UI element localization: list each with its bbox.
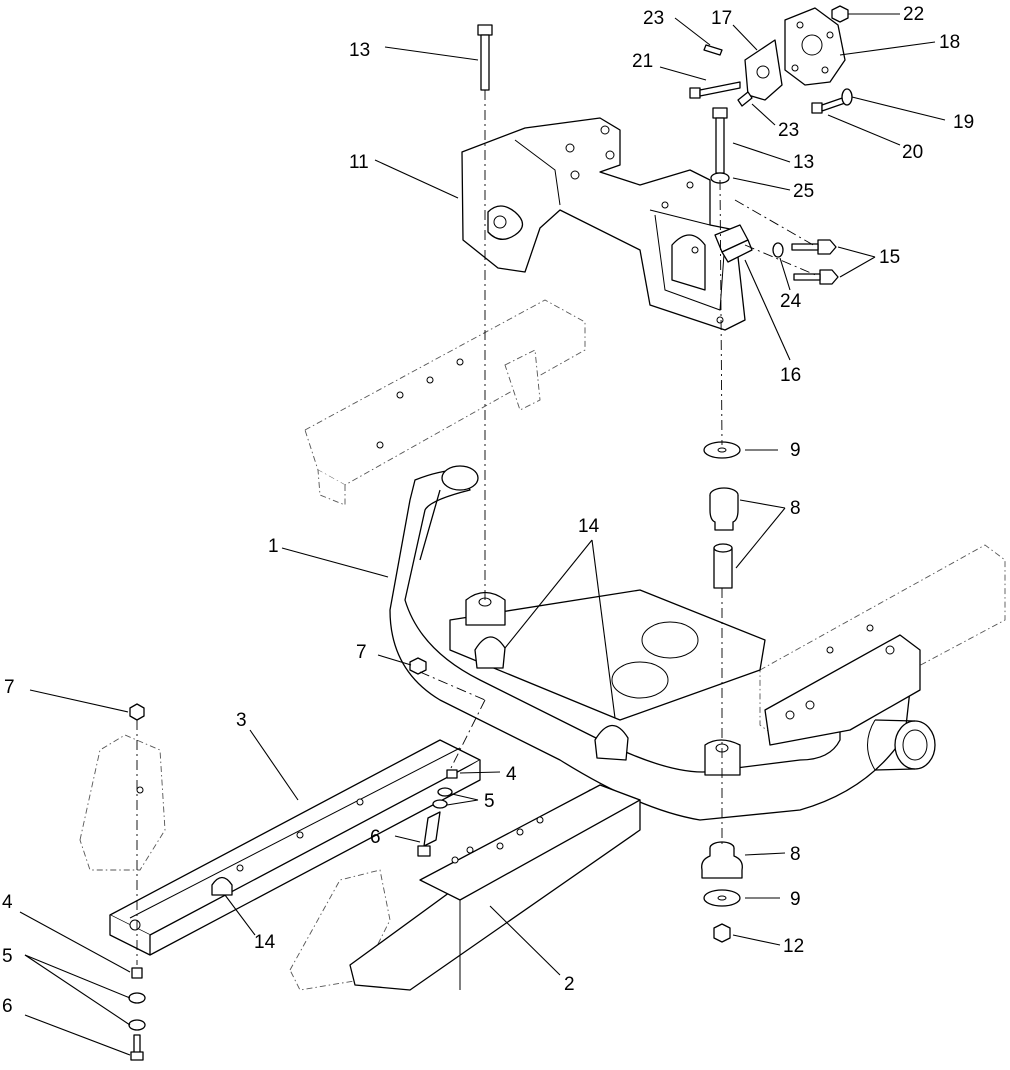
callout-3: 3 <box>236 710 247 731</box>
bolt-6-center <box>417 811 441 857</box>
bumper-block <box>714 224 753 263</box>
retaining-clip-lower <box>211 876 233 896</box>
callout-21: 21 <box>632 51 653 72</box>
spacer-8 <box>713 543 733 589</box>
spacer-4-left <box>131 967 143 979</box>
callout-labels: 13 11 13 25 23 17 22 18 21 23 19 20 15 2… <box>2 4 974 1017</box>
right-side-plate <box>764 634 936 771</box>
leader-lines <box>19 13 946 1056</box>
bolts-15 <box>791 239 839 285</box>
flex-coupling-hub <box>744 39 783 101</box>
callout-6-left: 6 <box>2 996 13 1017</box>
spacer-4-center <box>446 769 458 779</box>
callout-23-lower: 23 <box>778 120 799 141</box>
washer-5-left-upper <box>128 992 146 1004</box>
flex-coupling-disc <box>784 7 846 86</box>
washer-9-lower <box>703 889 741 907</box>
callout-13-right: 13 <box>793 152 814 173</box>
washer-19 <box>841 88 853 106</box>
bolt-6-left <box>130 1034 144 1061</box>
callout-14-center: 14 <box>578 516 600 537</box>
isolator-8-lower <box>701 841 743 879</box>
callout-25: 25 <box>793 181 814 202</box>
pin-23-lower <box>737 91 753 107</box>
bolt-13-right <box>712 107 728 174</box>
callout-22: 22 <box>903 4 924 25</box>
assembly-axes <box>136 90 819 965</box>
retaining-clip-upper <box>474 636 506 669</box>
callout-4-left: 4 <box>2 892 13 913</box>
lower-side-rail <box>349 784 641 991</box>
nut-7-left <box>129 703 145 721</box>
callout-2: 2 <box>564 974 575 995</box>
callout-24: 24 <box>780 291 802 312</box>
nut-22 <box>831 5 849 23</box>
callout-7-center: 7 <box>356 642 367 663</box>
callout-5-center: 5 <box>484 791 495 812</box>
callout-11: 11 <box>349 152 369 173</box>
callout-8-upper: 8 <box>790 498 801 519</box>
callout-8-lower: 8 <box>790 844 801 865</box>
pin-23-upper <box>703 44 723 56</box>
callout-15: 15 <box>879 247 900 268</box>
callout-1: 1 <box>268 536 279 557</box>
bolt-13-left <box>477 24 493 91</box>
callout-19: 19 <box>953 112 974 133</box>
isolator-8-upper <box>709 487 739 531</box>
nut-12 <box>713 923 731 943</box>
callout-4-center: 4 <box>506 764 517 785</box>
callout-9-upper: 9 <box>790 440 801 461</box>
callout-23-upper: 23 <box>643 8 664 29</box>
callout-7-left: 7 <box>4 677 15 698</box>
retaining-clip-middle <box>594 724 629 761</box>
bolt-21 <box>689 81 741 99</box>
washer-5-left-lower <box>128 1019 146 1031</box>
callout-14-left: 14 <box>254 932 276 953</box>
washer-24 <box>772 242 784 258</box>
callout-16: 16 <box>780 365 801 386</box>
callout-20: 20 <box>902 142 923 163</box>
main-frame-tube <box>389 465 911 821</box>
phantom-left-bracket <box>79 734 166 871</box>
callout-18: 18 <box>939 32 960 53</box>
washer-5-center <box>432 787 453 809</box>
phantom-upper-frame-rail <box>304 299 586 506</box>
callout-17: 17 <box>711 8 732 29</box>
callout-6-center: 6 <box>370 827 381 848</box>
nut-7-center <box>409 657 427 675</box>
callout-13-top: 13 <box>349 40 370 61</box>
engine-mount-bracket <box>461 117 746 331</box>
callout-5-left: 5 <box>2 946 13 967</box>
left-side-rail <box>109 739 481 956</box>
callout-12: 12 <box>783 936 804 957</box>
callout-9-lower: 9 <box>790 889 801 910</box>
